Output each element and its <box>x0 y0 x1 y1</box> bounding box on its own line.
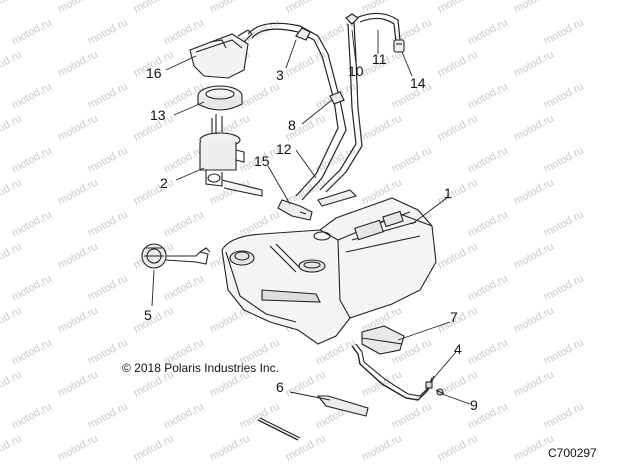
callout-3: 3 <box>276 67 284 83</box>
fuel-cap-part <box>141 243 211 269</box>
vent-hose-part <box>319 12 401 193</box>
callout-10: 10 <box>348 63 364 79</box>
leader-lines <box>151 29 471 405</box>
callout-12: 12 <box>276 141 292 157</box>
connector-part <box>277 199 313 221</box>
callout-2: 2 <box>160 175 168 191</box>
diagram-code: C700297 <box>548 446 597 460</box>
callout-1: 1 <box>444 185 452 201</box>
pump-cover-part <box>189 29 253 79</box>
retaining-ring-part <box>197 85 243 111</box>
strap-part <box>351 343 435 401</box>
pad-part <box>257 395 369 441</box>
fuel-tank-part <box>221 189 437 345</box>
fuel-pump-part <box>199 114 263 197</box>
callout-13: 13 <box>150 107 166 123</box>
bolt-part <box>435 388 445 396</box>
vent-line-part <box>247 22 347 201</box>
check-valve-part <box>393 39 405 53</box>
callout-16: 16 <box>146 65 162 81</box>
callout-15: 15 <box>254 153 270 169</box>
callout-9: 9 <box>470 397 478 413</box>
callout-8: 8 <box>288 117 296 133</box>
callout-6: 6 <box>276 379 284 395</box>
callout-7: 7 <box>450 309 458 325</box>
callout-14: 14 <box>410 75 426 91</box>
callout-4: 4 <box>454 341 462 357</box>
callout-5: 5 <box>144 307 152 323</box>
callout-11: 11 <box>372 51 387 67</box>
copyright-notice: © 2018 Polaris Industries Inc. <box>122 361 279 375</box>
pad-plate-part <box>361 325 405 355</box>
